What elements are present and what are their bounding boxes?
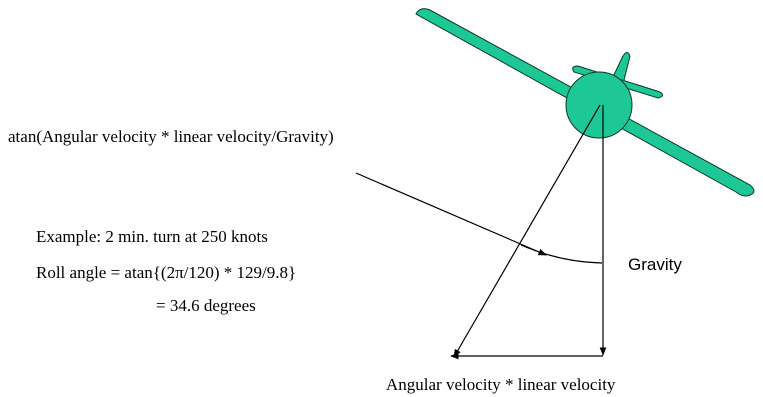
lift-vector-line [453, 104, 601, 358]
pi-symbol: π [175, 263, 184, 282]
aircraft-icon [415, 8, 755, 197]
example-line-2-suffix: /120) * 129/9.8} [184, 263, 297, 282]
gravity-label: Gravity [628, 255, 682, 274]
formula-pointer-line [355, 172, 547, 256]
formula-label: atan(Angular velocity * linear velocity/… [8, 127, 334, 146]
angular-linear-velocity-label: Angular velocity * linear velocity [386, 375, 616, 394]
example-line-3: = 34.6 degrees [156, 296, 256, 315]
example-line-1: Example: 2 min. turn at 250 knots [36, 227, 268, 246]
example-line-2: Roll angle = atan{(2π/120) * 129/9.8} [36, 263, 296, 282]
roll-angle-arc [520, 244, 603, 264]
example-line-2-prefix: Roll angle = atan{(2 [36, 263, 175, 282]
aircraft-fuselage [565, 71, 633, 139]
